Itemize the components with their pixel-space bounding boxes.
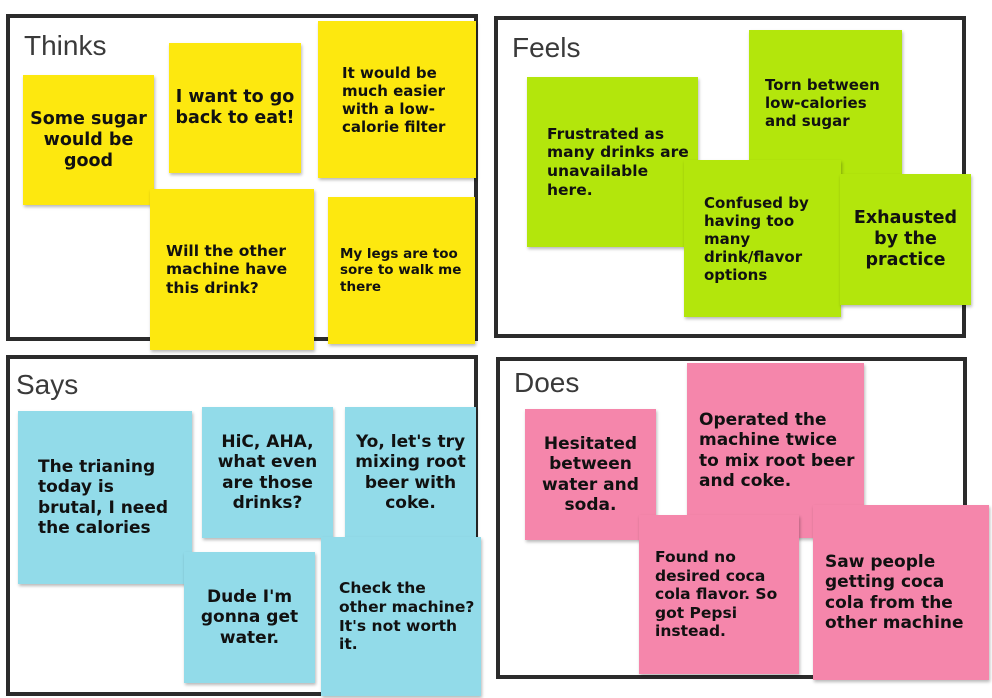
sticky-note[interactable]: Dude I'm gonna get water. [184, 552, 315, 683]
sticky-note[interactable]: Exhausted by the practice [840, 174, 971, 305]
sticky-note[interactable]: Saw people getting coca cola from the ot… [813, 505, 989, 680]
sticky-note[interactable]: Frustrated as many drinks are unavailabl… [527, 77, 698, 247]
sticky-note[interactable]: Confused by having too many drink/flavor… [684, 160, 841, 317]
sticky-note[interactable]: Found no desired coca cola flavor. So go… [639, 515, 799, 674]
sticky-note[interactable]: It would be much easier with a low-calor… [318, 21, 476, 178]
sticky-note[interactable]: My legs are too sore to walk me there [328, 197, 475, 344]
sticky-note[interactable]: I want to go back to eat! [169, 43, 301, 173]
sticky-note[interactable]: Yo, let's try mixing root beer with coke… [345, 407, 476, 538]
sticky-note[interactable]: The trianing today is brutal, I need the… [18, 411, 192, 584]
quadrant-title-thinks: Thinks [24, 30, 107, 61]
sticky-note[interactable]: Will the other machine have this drink? [150, 189, 314, 350]
quadrant-title-says: Says [16, 369, 79, 400]
sticky-note[interactable]: Some sugar would be good [23, 75, 154, 205]
quadrant-title-feels: Feels [512, 32, 581, 63]
sticky-note[interactable]: Hesitated between water and soda. [525, 409, 656, 540]
quadrant-title-does: Does [514, 367, 580, 398]
sticky-note[interactable]: HiC, AHA, what even are those drinks? [202, 407, 333, 538]
sticky-note[interactable]: Torn between low-calories and sugar [749, 30, 902, 180]
sticky-note[interactable]: Check the other machine? It's not worth … [321, 537, 481, 696]
